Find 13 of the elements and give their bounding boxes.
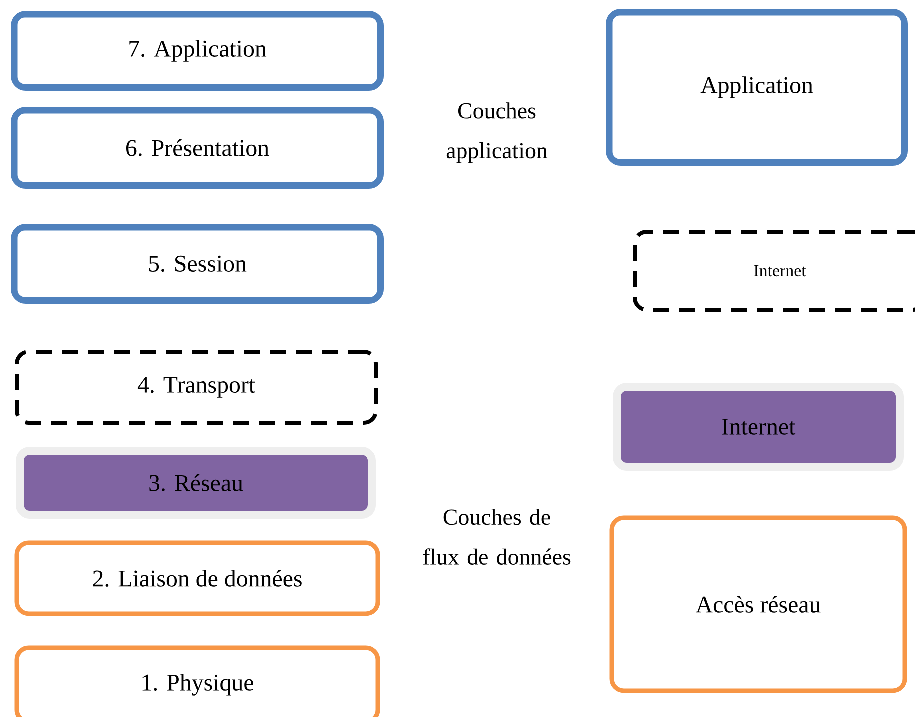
- network-band: 3. Réseau: [16, 446, 376, 519]
- stack-box: 7. Application: [11, 11, 384, 91]
- dashed-box: 4. Transport: [15, 350, 378, 425]
- stack-box: Accès réseau: [610, 516, 908, 694]
- stack-box: 6. Présentation: [11, 106, 384, 189]
- dashed-box: Internet: [633, 230, 915, 312]
- stack-box: 2. Liaison de données: [14, 540, 380, 616]
- stack-box: 1. Physique: [14, 646, 380, 717]
- layer-group-label: Couches de flux de données: [423, 509, 571, 565]
- stack-box: 5. Session: [11, 224, 384, 304]
- network-band: Internet: [613, 382, 904, 471]
- stack-box: Application: [606, 9, 908, 166]
- layer-group-label: Couches application: [446, 102, 548, 164]
